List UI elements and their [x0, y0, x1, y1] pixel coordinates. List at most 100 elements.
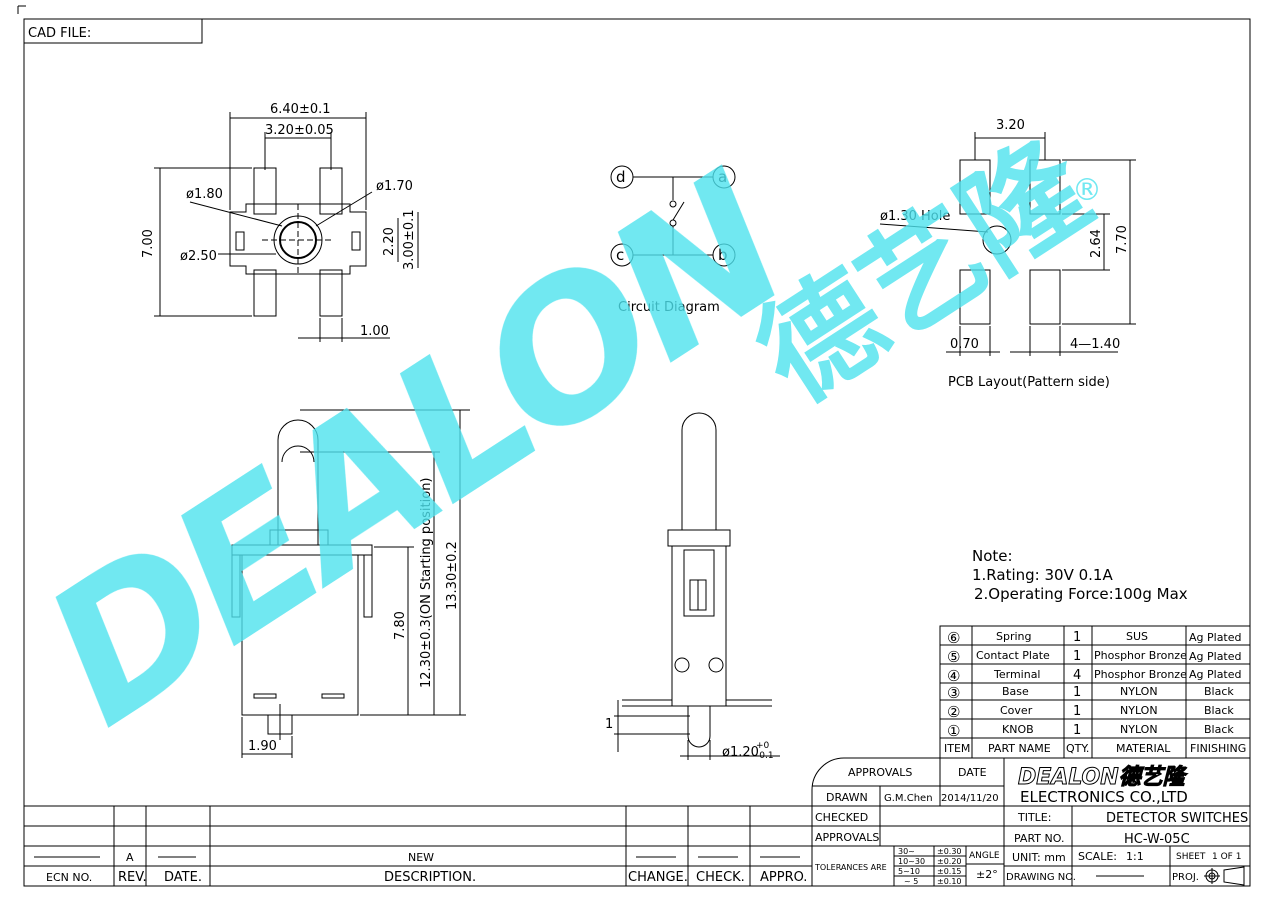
- top-view: 6.40±0.1 3.20±0.05 7.00 ø1.80 ø1.70 ø2.5…: [141, 102, 419, 342]
- svg-text:10~30: 10~30: [898, 857, 925, 866]
- pcb-dim-spacing: 3.20: [996, 118, 1025, 133]
- side-tol-minus: -0.1: [756, 751, 774, 761]
- drawing-border: [23, 18, 1251, 887]
- svg-text:4: 4: [1073, 668, 1081, 683]
- tb-date-header: DATE: [958, 766, 987, 779]
- svg-text:⑤: ⑤: [947, 648, 960, 666]
- bom-row: ⑥ Spring 1 SUS Ag Plated: [947, 629, 1242, 647]
- cad-file-label: CAD FILE:: [28, 26, 91, 41]
- dim-width: 6.40±0.1: [270, 102, 331, 117]
- svg-text:Phosphor Bronze: Phosphor Bronze: [1094, 649, 1187, 662]
- note-2: 2.Operating Force:100g Max: [974, 585, 1188, 603]
- rev-header-change: CHANGE.: [628, 870, 688, 885]
- tb-approvals-header: APPROVALS: [848, 766, 912, 779]
- dim-190: 1.90: [248, 739, 277, 754]
- rev-header-appro: APPRO.: [760, 870, 807, 885]
- tb-drawn: DRAWN: [826, 791, 868, 804]
- side-dim-1: 1: [605, 717, 613, 732]
- tb-tolerances: TOLERANCES ARE: [814, 863, 887, 872]
- rev-value: A: [126, 851, 134, 864]
- tb-drawn-by: G.M.Chen: [884, 793, 933, 804]
- dim-inner: 3.20±0.05: [265, 123, 334, 138]
- tb-sheet: SHEET: [1176, 852, 1206, 862]
- bom-row: ③ Base 1 NYLON Black: [947, 684, 1234, 702]
- svg-text:1: 1: [1073, 649, 1081, 664]
- svg-text:±0.10: ±0.10: [937, 877, 962, 886]
- cad-file-box: [23, 18, 203, 44]
- tb-part-value: HC-W-05C: [1124, 832, 1190, 847]
- svg-text:⑥: ⑥: [947, 629, 960, 647]
- svg-text:1: 1: [1073, 685, 1081, 700]
- svg-text:Terminal: Terminal: [993, 668, 1041, 681]
- switch-body: [229, 203, 367, 275]
- svg-text:1: 1: [1073, 704, 1081, 719]
- svg-text:Black: Black: [1204, 704, 1234, 717]
- pin-top-right: [319, 167, 343, 215]
- svg-text:PART NAME: PART NAME: [988, 742, 1051, 755]
- dim-780: 7.80: [393, 611, 408, 640]
- rev-header-rev: REV.: [118, 870, 147, 885]
- knob-shaft: [277, 419, 319, 545]
- circuit-diagram: d a c b Circuit Diagram: [610, 165, 736, 315]
- svg-text:③: ③: [947, 684, 960, 702]
- pin-bottom-left: [253, 269, 277, 317]
- rev-header-description: DESCRIPTION.: [384, 870, 476, 885]
- dim-220: 2.20: [382, 227, 397, 256]
- tb-part-label: PART NO.: [1014, 832, 1064, 845]
- terminal-a: a: [718, 168, 727, 186]
- svg-text:Black: Black: [1204, 723, 1234, 736]
- side-knob: [681, 412, 717, 530]
- circuit-label: Circuit Diagram: [618, 300, 720, 315]
- slot-left: [235, 231, 245, 251]
- svg-text:Ag Plated: Ag Plated: [1189, 668, 1242, 681]
- svg-text:ITEM: ITEM: [944, 742, 970, 755]
- dim-300: 3.00±0.1: [402, 209, 417, 270]
- terminal-d: d: [616, 168, 626, 186]
- tb-angle-value: ±2°: [976, 868, 998, 881]
- svg-text:NYLON: NYLON: [1120, 704, 1158, 717]
- pcb-label: PCB Layout(Pattern side): [948, 375, 1110, 390]
- notes: Note: 1.Rating: 30V 0.1A 2.Operating For…: [972, 547, 1188, 603]
- pin-bottom-right: [319, 269, 343, 317]
- svg-text:Black: Black: [1204, 685, 1234, 698]
- slot-right: [351, 231, 361, 251]
- tb-angle: ANGLE: [969, 851, 1000, 861]
- rev-description: NEW: [408, 851, 434, 864]
- bom-table: ⑥ Spring 1 SUS Ag Plated ⑤ Contact Plate…: [939, 625, 1251, 759]
- tb-title-value: DETECTOR SWITCHES: [1106, 811, 1248, 826]
- pad-bottom-left: [959, 269, 991, 325]
- dim-1230: 12.30±0.3(ON Starting position): [419, 477, 434, 688]
- tb-unit: UNIT: mm: [1012, 851, 1066, 864]
- svg-text:MATERIAL: MATERIAL: [1116, 742, 1171, 755]
- svg-text:KNOB: KNOB: [1002, 723, 1034, 736]
- terminal-c: c: [616, 246, 624, 264]
- pcb-dim-264: 2.64: [1089, 229, 1104, 258]
- dim-pin: 1.00: [360, 324, 389, 339]
- notes-title: Note:: [972, 547, 1013, 565]
- dim-1330: 13.30±0.2: [445, 541, 460, 610]
- svg-text:NYLON: NYLON: [1120, 723, 1158, 736]
- svg-text:5~10: 5~10: [898, 867, 920, 876]
- svg-text:Ag Plated: Ag Plated: [1189, 631, 1242, 644]
- svg-text:④: ④: [947, 667, 960, 685]
- pad-bottom-right: [1029, 269, 1061, 325]
- revision-block: A NEW ECN NO. REV. DATE. DESCRIPTION. CH…: [24, 805, 812, 886]
- tb-drawn-date: 2014/11/20: [941, 793, 999, 804]
- svg-text:Spring: Spring: [996, 630, 1032, 643]
- svg-text:±0.20: ±0.20: [937, 857, 962, 866]
- rev-header-ecn: ECN NO.: [46, 871, 92, 884]
- tb-drawing-no: DRAWING NO.: [1006, 872, 1076, 883]
- terminal-b: b: [718, 246, 728, 264]
- svg-text:Cover: Cover: [1000, 704, 1033, 717]
- tb-checked: CHECKED: [815, 811, 868, 824]
- tb-approvals: APPROVALS: [815, 831, 879, 844]
- bom-header: ITEM PART NAME QTY. MATERIAL FINISHING: [944, 742, 1246, 755]
- bom-row: ① KNOB 1 NYLON Black: [947, 722, 1234, 740]
- svg-text:Ag Plated: Ag Plated: [1189, 650, 1242, 663]
- dim-height: 7.00: [141, 229, 156, 258]
- side-body: [671, 545, 727, 707]
- front-view: 13.30±0.2 12.30±0.3(ON Starting position…: [231, 409, 470, 758]
- rev-header-check: CHECK.: [696, 870, 745, 885]
- side-view: 1 ø1.20 +0 -0.1: [605, 412, 780, 761]
- pcb-hole: [982, 225, 1012, 255]
